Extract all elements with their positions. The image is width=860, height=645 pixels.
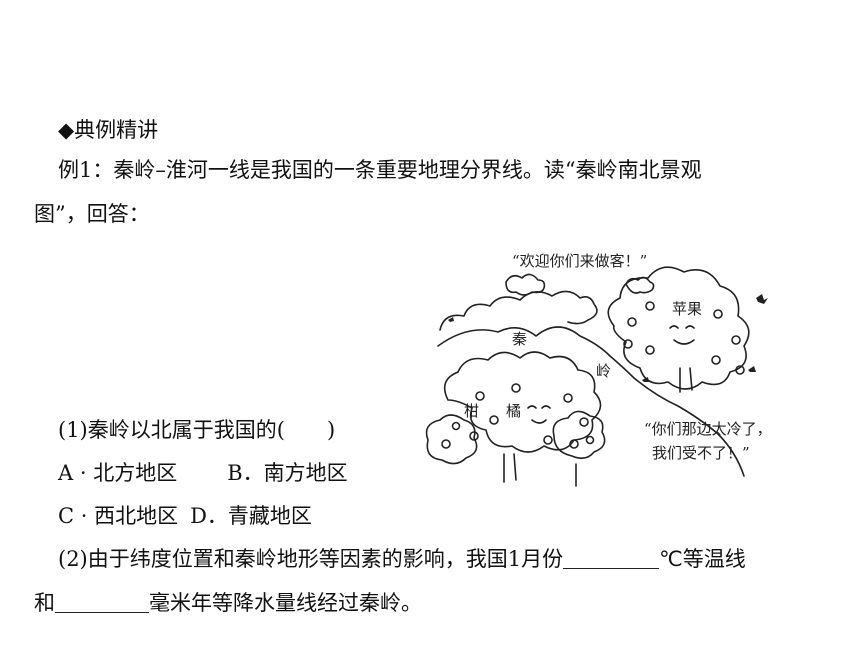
citrus-tree-crown — [425, 414, 478, 465]
section-heading: ◆典例精讲 — [58, 117, 158, 143]
ling-label: 岭 — [596, 362, 611, 380]
question-1-stem: (1)秦岭以北属于我国的( ) — [58, 418, 336, 442]
mountain-cloud-shape — [439, 290, 598, 331]
example-label: 例1 — [58, 158, 93, 182]
option-b: B．南方地区 — [227, 461, 348, 485]
apple-tree-crown — [607, 266, 750, 390]
option-d: D．青藏地区 — [190, 504, 312, 528]
speech-apple: “欢迎你们来做客！” — [512, 252, 647, 270]
qinling-landscape-illustration: “欢迎你们来做客！” 苹果 秦 岭 柑 橘 “你们那边太冷了， 我们受不了！” — [425, 252, 772, 487]
citrus-label-2: 橘 — [506, 402, 521, 420]
citrus-label-1: 柑 — [464, 402, 479, 420]
question-2-line-2: 和毫米年等降水量线经过秦岭。 — [34, 591, 422, 615]
example-text-2: 图”，回答： — [34, 202, 150, 226]
apple-label: 苹果 — [672, 300, 702, 318]
citrus-tree-crown — [552, 410, 606, 460]
bird-icon — [756, 294, 768, 304]
example-text-1: ：秦岭–淮河一线是我国的一条重要地理分界线。读“秦岭南北景观 — [92, 158, 702, 182]
answer-blank-temperature[interactable] — [563, 548, 660, 569]
celsius-unit: ℃ — [659, 548, 683, 571]
speech-citrus-line-2: 我们受不了！” — [652, 444, 750, 462]
diamond-icon: ◆ — [58, 118, 75, 142]
bird-icon — [448, 317, 454, 322]
speech-citrus-line-1: “你们那边太冷了， — [644, 420, 772, 438]
question-1-options-ab: A · 北方地区 B．南方地区 — [58, 460, 348, 486]
option-c: C · 西北地区 — [58, 504, 179, 528]
apple-tree-trunk — [679, 367, 693, 393]
mountain-ridge-line — [437, 326, 745, 477]
option-a: A · 北方地区 — [58, 461, 178, 485]
citrus-tree-trunk — [503, 453, 577, 487]
cloud-shape — [505, 273, 546, 296]
citrus-tree-crown — [443, 351, 602, 453]
section-title: 典例精讲 — [74, 118, 159, 142]
answer-blank-precipitation[interactable] — [55, 592, 149, 613]
question-1-options-cd: C · 西北地区 D．青藏地区 — [58, 503, 312, 529]
qin-label: 秦 — [512, 330, 527, 348]
example-line-2: 图”，回答： — [34, 201, 150, 227]
bird-icon — [748, 366, 756, 372]
example-line-1: 例1：秦岭–淮河一线是我国的一条重要地理分界线。读“秦岭南北景观 — [58, 157, 702, 183]
question-2-line-1: (2)由于纬度位置和秦岭地形等因素的影响，我国1月份℃等温线 — [58, 547, 746, 571]
cloud-shape — [625, 276, 655, 294]
bird-icon — [642, 377, 649, 382]
